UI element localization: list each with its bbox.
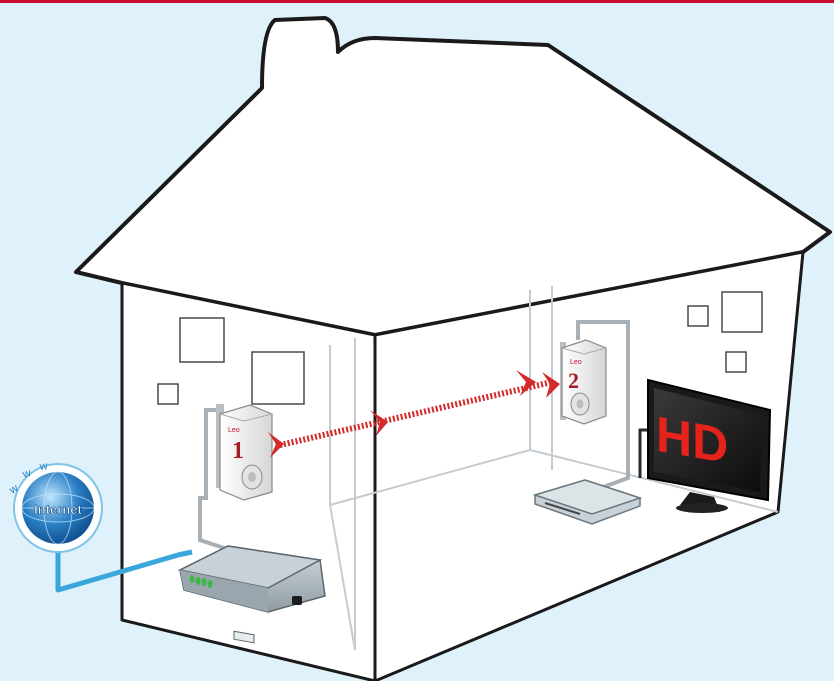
plug-1-number: 1 <box>232 438 244 464</box>
powerline-adapter-1: Leo 1 <box>216 404 272 500</box>
frame <box>722 292 762 332</box>
powerline-adapter-2: Leo 2 <box>560 340 606 424</box>
frame <box>688 306 708 326</box>
www-letter-3: w <box>38 460 48 473</box>
plug-1-brand: Leo <box>228 427 240 434</box>
frame <box>180 318 224 362</box>
frame <box>158 384 178 404</box>
frame <box>726 352 746 372</box>
internet-globe: Internet w w w <box>7 460 102 552</box>
frame <box>252 352 304 404</box>
top-border <box>0 0 834 3</box>
plug-2-brand: Leo <box>570 359 582 366</box>
internet-label: Internet <box>34 502 82 517</box>
plug-2-number: 2 <box>568 368 579 393</box>
